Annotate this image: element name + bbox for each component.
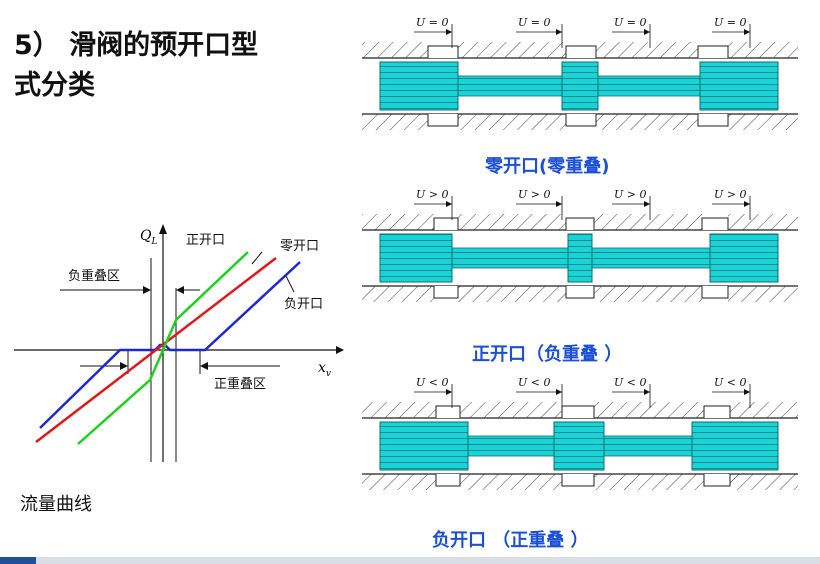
valve-port — [697, 114, 729, 127]
u-label: U > 0 — [714, 188, 746, 201]
spool-land — [553, 421, 605, 471]
valve-port — [703, 405, 731, 418]
spool-land — [709, 233, 779, 283]
negative-overlap-zone-label: 负重叠区 — [68, 268, 120, 284]
valve-port — [565, 114, 597, 127]
flow-curve-chart: QL xv 正开口 零开口 负开口 负重叠区 正重叠区 — [14, 224, 344, 462]
u-label: U > 0 — [518, 188, 550, 201]
spool-land — [379, 233, 453, 283]
valve-port — [701, 217, 729, 230]
spool-land — [379, 61, 459, 111]
u-label: U < 0 — [518, 376, 550, 389]
valve-port — [433, 217, 459, 230]
valve-port — [565, 217, 595, 230]
u-label: U = 0 — [518, 16, 550, 29]
y-axis-label: QL — [140, 228, 157, 247]
u-label: U > 0 — [416, 188, 448, 201]
valve-port — [703, 474, 731, 487]
u-label: U = 0 — [416, 16, 448, 29]
y-axis-arrow — [159, 224, 167, 234]
valve-port — [697, 45, 729, 58]
valve-port — [565, 286, 595, 299]
bottom-bar — [0, 557, 820, 564]
positive-opening-caption: 正开口（负重叠 ） — [472, 344, 623, 365]
valve-diagrams: U = 0 U = 0 U = 0 U = 0 U > 0 U > 0 U > 0 U > 0… — [362, 16, 798, 490]
x-axis-label: xv — [318, 360, 331, 379]
valve-port — [561, 474, 595, 487]
valve-port — [435, 405, 461, 418]
valve-port — [433, 286, 459, 299]
zero-opening-curve — [35, 257, 277, 443]
u-label: U < 0 — [416, 376, 448, 389]
spool-land — [561, 61, 599, 111]
spool-land — [691, 421, 779, 471]
u-label: U = 0 — [614, 16, 646, 29]
slide-title: 5） 滑阀的预开口型 式分类 — [14, 30, 259, 101]
spool-land — [567, 233, 593, 283]
positive-opening-label: 正开口 — [186, 233, 225, 248]
x-axis-arrow — [336, 346, 344, 354]
valve-port — [427, 45, 459, 58]
valve-port — [435, 474, 461, 487]
u-label: U < 0 — [714, 376, 746, 389]
positive-opening-curve — [77, 251, 249, 445]
valve-port — [701, 286, 729, 299]
valve-port — [561, 405, 595, 418]
zero-opening-caption: 零开口(零重叠) — [485, 156, 610, 177]
valve-port — [565, 45, 597, 58]
u-label: U > 0 — [614, 188, 646, 201]
spool-land — [379, 421, 469, 471]
flow-curve-caption: 流量曲线 — [20, 494, 92, 515]
zero-opening-label: 零开口 — [280, 239, 319, 254]
u-label: U < 0 — [614, 376, 646, 389]
negative-opening-curve — [39, 261, 301, 429]
valve-port — [427, 114, 459, 127]
positive-overlap-zone-label: 正重叠区 — [214, 376, 266, 392]
u-label: U = 0 — [714, 16, 746, 29]
spool-land — [699, 61, 779, 111]
negative-opening-label: 负开口 — [284, 297, 323, 312]
negative-opening-caption: 负开口 （正重叠 ） — [432, 530, 589, 551]
